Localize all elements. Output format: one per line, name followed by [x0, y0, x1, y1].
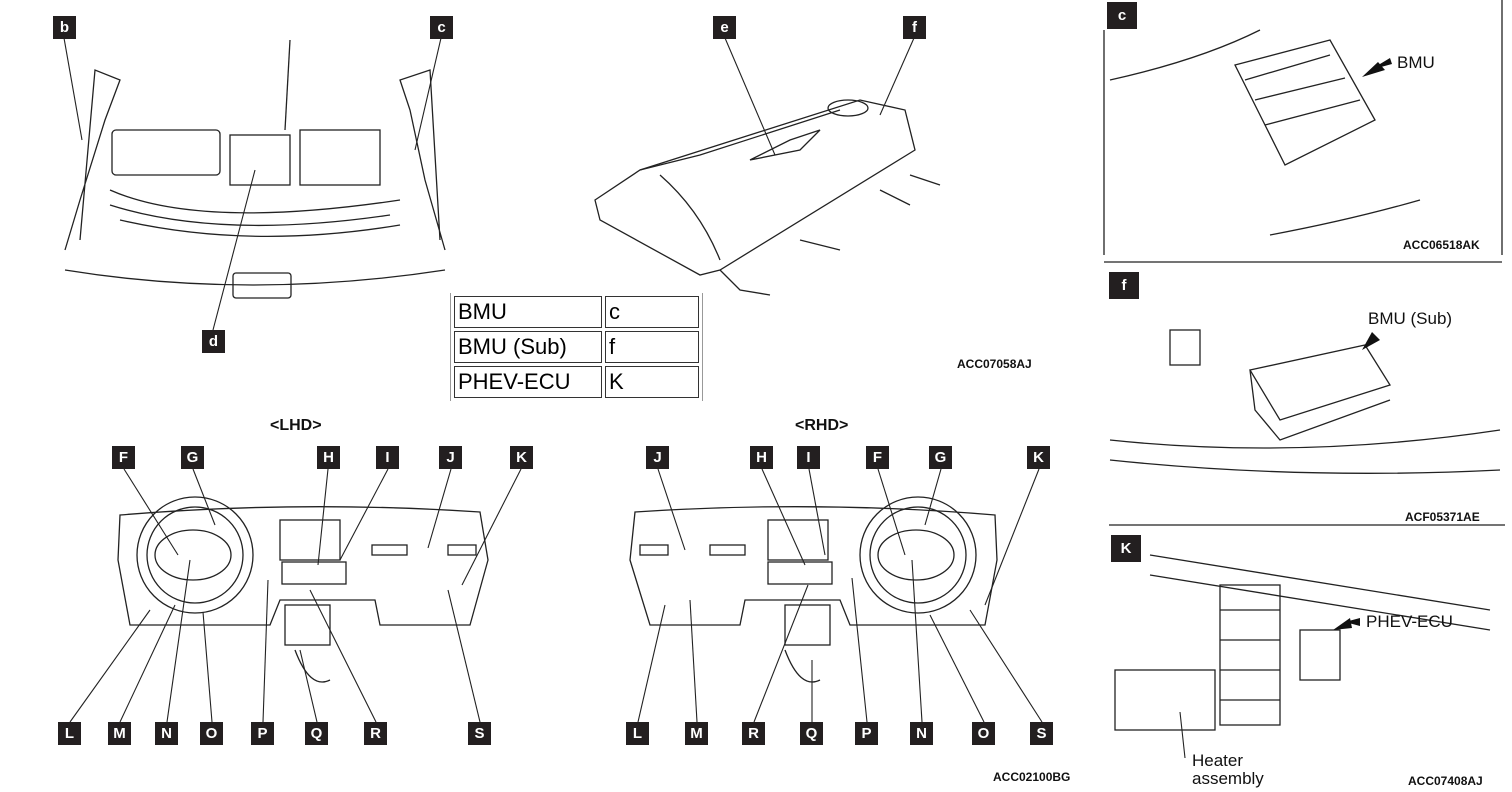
callout-badge: J: [646, 446, 669, 469]
table-row: BMU (Sub)f: [454, 331, 699, 363]
callout-badge: H: [750, 446, 773, 469]
component-cell: PHEV-ECU: [454, 366, 602, 398]
callout-badge: Q: [800, 722, 823, 745]
callout-badge: I: [376, 446, 399, 469]
battery-pack-drawing: [594, 99, 941, 296]
callout-badge: f: [903, 16, 926, 39]
location-cell: f: [605, 331, 699, 363]
callout-badge: K: [1027, 446, 1050, 469]
figure-code-inset-f: ACF05371AE: [1405, 510, 1480, 524]
callout-badge: J: [439, 446, 462, 469]
component-cell: BMU: [454, 296, 602, 328]
callout-badge: R: [364, 722, 387, 745]
figure-code-inset-c: ACC06518AK: [1403, 238, 1480, 252]
callout-badge: L: [58, 722, 81, 745]
callout-badge: H: [317, 446, 340, 469]
bmu-label: BMU: [1397, 53, 1435, 72]
callout-badge: c: [430, 16, 453, 39]
rhd-title: <RHD>: [795, 417, 849, 434]
callout-badge: P: [251, 722, 274, 745]
inset-badge: f: [1109, 272, 1139, 299]
component-cell: BMU (Sub): [454, 331, 602, 363]
lhd-dashboard-drawing: [117, 496, 489, 683]
inset-badge: K: [1111, 535, 1141, 562]
leader-lines: [63, 37, 1186, 759]
location-cell: K: [605, 366, 699, 398]
callout-badge: F: [866, 446, 889, 469]
callout-badge: F: [112, 446, 135, 469]
callout-badge: K: [510, 446, 533, 469]
callout-badge: Q: [305, 722, 328, 745]
callout-badge: P: [855, 722, 878, 745]
callout-badge: M: [108, 722, 131, 745]
phev-ecu-label: PHEV-ECU: [1366, 612, 1453, 631]
rhd-dashboard-drawing: [629, 496, 998, 683]
inset-badge: c: [1107, 2, 1137, 29]
figure-code-inset-k: ACC07408AJ: [1408, 774, 1483, 788]
callout-badge: S: [1030, 722, 1053, 745]
location-cell: c: [605, 296, 699, 328]
callout-badge: G: [929, 446, 952, 469]
lhd-title: <LHD>: [270, 417, 322, 434]
callout-badge: e: [713, 16, 736, 39]
inset-drawings: [1103, 0, 1505, 731]
callout-badge: N: [155, 722, 178, 745]
callout-badge: b: [53, 16, 76, 39]
callout-badge: O: [972, 722, 995, 745]
pointer-arrows: [1333, 58, 1392, 630]
callout-badge: G: [181, 446, 204, 469]
engine-bay-drawing: [64, 39, 446, 299]
figure-code-dash: ACC02100BG: [993, 770, 1071, 784]
callout-badge: O: [200, 722, 223, 745]
callout-badge: I: [797, 446, 820, 469]
callout-badge: L: [626, 722, 649, 745]
callout-badge: S: [468, 722, 491, 745]
callout-badge: R: [742, 722, 765, 745]
callout-badge: M: [685, 722, 708, 745]
figure-code-top: ACC07058AJ: [957, 357, 1032, 371]
callout-badge: N: [910, 722, 933, 745]
callout-badge: d: [202, 330, 225, 353]
bmu-sub-label: BMU (Sub): [1368, 309, 1453, 328]
